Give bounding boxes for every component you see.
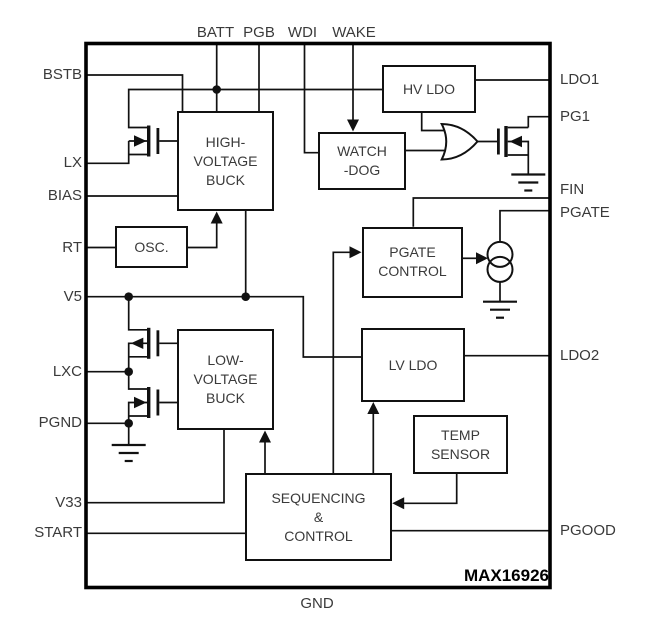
block-lv-buck-label: VOLTAGE <box>193 371 258 387</box>
block-seq-control-label: CONTROL <box>284 527 353 544</box>
block-seq-control-label: SEQUENCING <box>271 489 366 506</box>
ground-pg1 <box>511 173 546 192</box>
pin-label-pgnd: PGND <box>38 414 82 432</box>
wire-pgnd <box>86 422 130 445</box>
block-watchdog-label: -DOG <box>343 161 381 178</box>
wire-fin <box>412 197 550 227</box>
pin-label-pgate: PGATE <box>560 203 610 221</box>
mosfet-hvbuck-arrow <box>134 135 147 147</box>
mosfet-arrows <box>130 135 522 409</box>
arrow-into-pgatectrl <box>349 246 362 259</box>
mosfet-lvbuck-high-arrow <box>130 337 144 349</box>
junction-dots <box>124 85 250 428</box>
block-osc: OSC. <box>115 226 188 268</box>
pin-label-v33: V33 <box>55 493 82 511</box>
wire-temp-to-seq <box>403 474 458 505</box>
block-hv-ldo-label: HV LDO <box>402 80 456 97</box>
wire-batt-rail <box>127 88 382 129</box>
part-number: MAX16926 <box>463 566 549 585</box>
ground-pgnd <box>111 443 146 463</box>
arrow-temp-into-seq <box>392 497 405 510</box>
block-temp-sensor-label: TEMP <box>441 426 480 443</box>
pin-label-gnd: GND <box>300 595 334 612</box>
wire-lx <box>86 141 130 165</box>
wire-seq-to-pgatectrl <box>332 251 350 474</box>
wire-v33 <box>86 430 225 504</box>
junction-dot <box>124 419 133 428</box>
chip-outline <box>84 41 552 590</box>
mosfet-lvbuck-low-arrow <box>134 396 147 409</box>
mosfet-lvbuck-low-leads <box>127 371 177 424</box>
block-watchdog-label: WATCH <box>337 142 387 159</box>
wire-pgate <box>499 209 550 242</box>
block-pgate-control-label: CONTROL <box>378 263 447 280</box>
wire-pg1 <box>527 115 550 128</box>
pin-label-lx: LX <box>63 154 82 172</box>
pin-label-rt: RT <box>62 238 82 256</box>
block-seq-control: SEQUENCING & CONTROL <box>245 473 392 562</box>
block-seq-control-label: & <box>313 508 324 525</box>
wire-osc-out <box>188 217 218 249</box>
ground-current-source <box>483 300 517 319</box>
pin-label-bias: BIAS <box>47 187 82 204</box>
wire-hvldo-to-or <box>420 113 447 132</box>
junction-dot <box>241 292 250 302</box>
pin-label-pg1: PG1 <box>560 108 591 125</box>
junction-dot <box>212 85 221 94</box>
block-lv-buck: LOW- VOLTAGE BUCK <box>177 329 274 430</box>
block-lv-buck-label: LOW- <box>207 352 244 368</box>
block-hv-buck-label: BUCK <box>206 171 245 188</box>
block-hv-buck: HIGH- VOLTAGE BUCK <box>177 111 274 211</box>
block-hv-buck-label: VOLTAGE <box>193 152 258 169</box>
junction-dot <box>124 292 133 302</box>
or-gate <box>440 122 479 161</box>
block-lv-buck-label: BUCK <box>206 390 245 406</box>
arrowheads <box>210 119 488 510</box>
arrow-into-cs <box>476 252 488 265</box>
pin-label-bstb: BSTB <box>42 66 82 83</box>
pin-label-fin: FIN <box>560 181 585 198</box>
block-lv-ldo-label: LV LDO <box>388 356 438 373</box>
block-temp-sensor: TEMP SENSOR <box>413 415 508 474</box>
arrow-wake-down <box>347 119 359 132</box>
wire-wdi <box>303 43 319 154</box>
pin-label-start: START <box>34 524 82 542</box>
mosfet-pg1-leads <box>507 126 530 175</box>
arrow-seq-lvldo-up <box>367 402 380 414</box>
arrow-osc-up <box>210 211 223 224</box>
pin-label-ldo1: LDO1 <box>560 71 600 88</box>
pin-label-batt: BATT <box>196 24 235 41</box>
block-hv-buck-label: HIGH- <box>205 133 246 150</box>
current-source <box>486 240 514 283</box>
junction-dot <box>124 367 133 377</box>
block-watchdog: WATCH -DOG <box>318 131 406 190</box>
mosfet-bars <box>147 125 508 418</box>
block-pgate-control: PGATE CONTROL <box>362 226 463 298</box>
wire-v5 <box>86 295 361 358</box>
wire-bstb <box>86 74 184 111</box>
block-pgate-control-label: PGATE <box>389 244 436 261</box>
block-hv-ldo: HV LDO <box>382 65 476 113</box>
pin-label-ldo2: LDO2 <box>560 347 600 364</box>
pin-label-wdi: WDI <box>287 24 318 41</box>
block-osc-label: OSC. <box>134 238 169 255</box>
pin-label-lxc: LXC <box>52 362 82 380</box>
mosfet-lvbuck-high-leads <box>127 296 177 372</box>
pin-label-v5: V5 <box>63 287 82 305</box>
mosfet-pg1-arrow <box>509 135 522 148</box>
pin-label-pgood: PGOOD <box>560 522 616 539</box>
pin-label-pgb: PGB <box>243 24 275 41</box>
block-temp-sensor-label: SENSOR <box>430 445 491 462</box>
pin-label-wake: WAKE <box>332 24 376 41</box>
block-lv-ldo: LV LDO <box>361 328 465 402</box>
arrow-seq-lvbuck-up <box>259 430 271 443</box>
